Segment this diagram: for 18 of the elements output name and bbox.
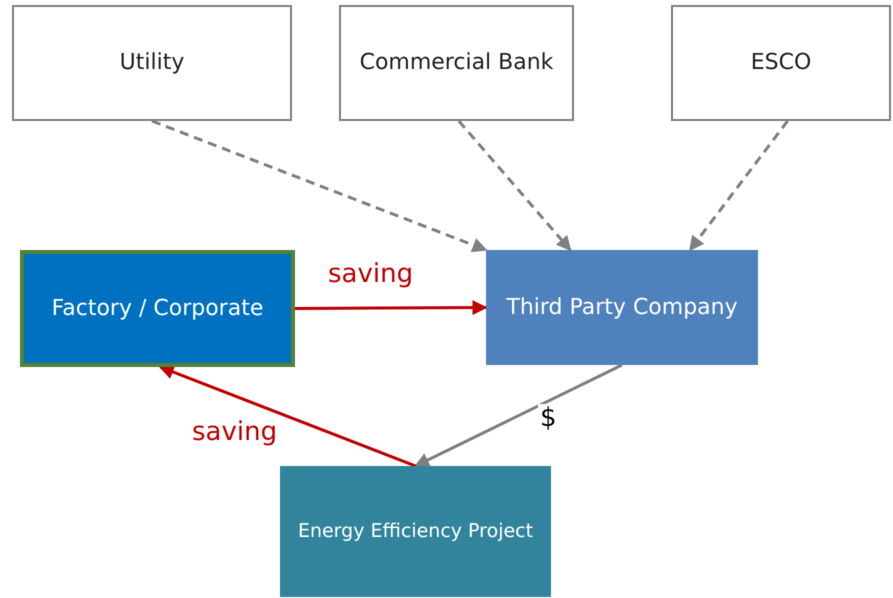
arrow bbox=[414, 364, 623, 468]
node-label: Energy Efficiency Project bbox=[296, 518, 534, 544]
process-box bbox=[486, 250, 758, 365]
process-box bbox=[20, 250, 295, 367]
entity-box bbox=[339, 5, 574, 121]
arrow bbox=[458, 120, 572, 252]
arrow bbox=[151, 120, 488, 252]
node-label: Factory / Corporate bbox=[50, 294, 264, 323]
node-label: ESCO bbox=[750, 49, 812, 78]
node-label: Utility bbox=[118, 49, 186, 78]
entity-box bbox=[671, 5, 891, 121]
process-box bbox=[280, 466, 551, 597]
arrow bbox=[158, 364, 416, 468]
arrow bbox=[688, 120, 789, 252]
node-label: Third Party Company bbox=[505, 294, 739, 322]
node-label: Commercial Bank bbox=[358, 49, 554, 78]
arrow bbox=[295, 300, 488, 316]
entity-box bbox=[12, 5, 292, 121]
